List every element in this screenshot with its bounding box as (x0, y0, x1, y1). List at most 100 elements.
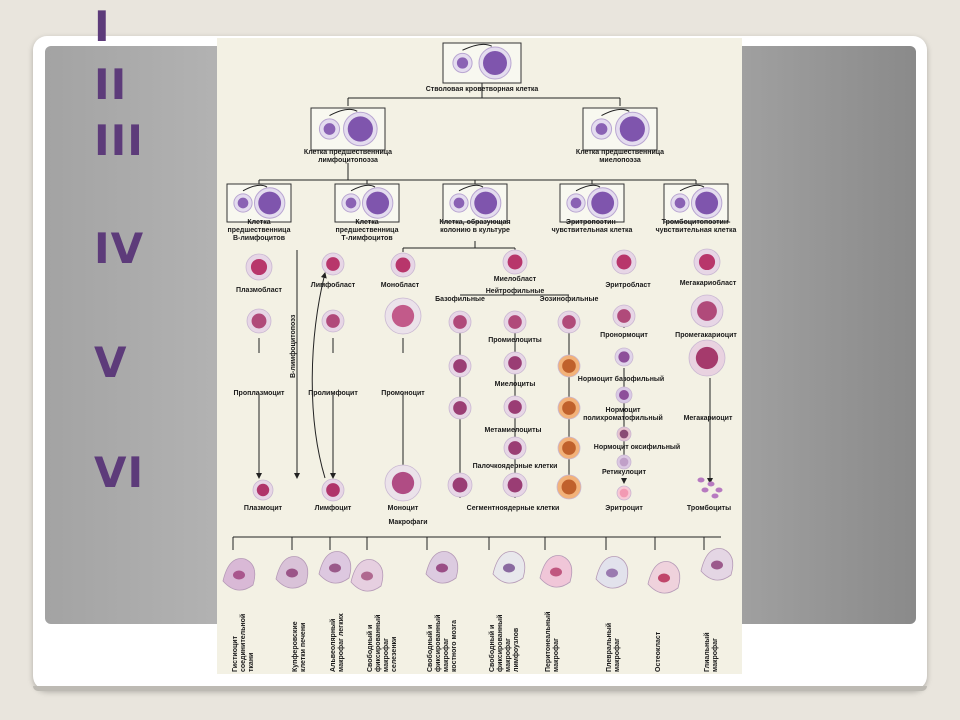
lympho-progenitor-large-nucleus (347, 116, 373, 142)
myelo-progenitor-small-nucleus (595, 123, 608, 135)
label-myelo-progenitor: Клетка предшественница миелопоэза (575, 149, 665, 164)
prolymphocyte-top-nucleus (326, 314, 340, 328)
erythroblast-nucleus (616, 254, 632, 270)
macrophage-8-nucleus (658, 573, 670, 583)
label-megakaryoblast: Мегакариобласт (679, 280, 737, 287)
cfu-large-nucleus (474, 191, 498, 215)
label-promyelocytes: Промиелоциты (488, 337, 542, 344)
label-thrombopoietin-cell: Тромбоцитопоэтин- чувствительная клетка (655, 219, 737, 234)
neutro-segmented-nucleus (507, 477, 523, 493)
label-monocyte: Моноцит (387, 505, 419, 512)
neutro-promyelocyte-nucleus (508, 315, 522, 329)
t-progenitor-small-nucleus (345, 197, 357, 209)
lympho-progenitor-small-nucleus (323, 123, 336, 135)
t-progenitor-cycle-arrow (350, 184, 376, 192)
label-lymphocyte: Лимфоцит (314, 505, 352, 512)
label-lympho-progenitor: Клетка предшественница лимфоцитопоэза (303, 149, 393, 164)
label-plasmocyte: Плазмоцит (243, 505, 283, 512)
thrombo-progenitor-cycle-arrow (679, 184, 705, 192)
label-myeloblast: Миелобласт (493, 276, 537, 283)
lymphocyte-cell-nucleus (326, 483, 340, 497)
myelo-progenitor-large-nucleus (619, 116, 645, 142)
myelo-progenitor-cycle-arrow (601, 108, 630, 117)
normocyte-baso-cell-nucleus (618, 351, 630, 363)
macrophage-label-kupffer: Купферовские клетки печени (292, 621, 307, 672)
label-erythrocyte: Эритроцит (605, 505, 643, 512)
label-proplasmocyte: Проплазмоцит (233, 390, 285, 397)
label-metamyelocytes: Метамиелоциты (484, 427, 542, 434)
label-promonocyte: Промоноцит (381, 390, 425, 397)
macrophage-1-nucleus (286, 568, 298, 578)
thrombocyte-2 (715, 487, 723, 493)
macrophage-3-nucleus (361, 571, 373, 581)
thrombocyte-1 (707, 481, 715, 487)
macrophage-label-glial: Глиальный макрофаг (704, 632, 719, 672)
normocyte-oxy-cell-nucleus (619, 429, 629, 439)
macrophage-0-nucleus (233, 570, 245, 580)
thrombocyte-4 (711, 493, 719, 499)
label-pronormocyte: Пронормоцит (600, 332, 648, 339)
lymphoblast-nucleus (326, 257, 340, 271)
label-b-progenitor: Клетка предшественница В-лимфоцитов (227, 219, 291, 242)
eosino-metamyelocyte-nucleus (562, 401, 576, 415)
plasmocyte-cell-nucleus (256, 483, 270, 497)
proplasmocyte-top-nucleus (251, 313, 267, 329)
label-myelocytes: Миелоциты (494, 381, 536, 388)
macrophage-label-bone-marrow: Свободный и фиксированный макрофаг костн… (427, 614, 458, 672)
label-lymphoblast: Лимфобласт (310, 282, 356, 289)
neutro-band-nucleus (508, 441, 522, 455)
label-thrombocytes: Тромбоциты (686, 505, 732, 512)
label-erythroblast: Эритробласт (605, 282, 651, 289)
label-stem-cell: Стволовая кроветворная клетка (425, 86, 539, 93)
thrombocyte-0 (697, 477, 705, 483)
lympho-progenitor-cycle-arrow (329, 108, 358, 117)
label-basophilic: Базофильные (435, 296, 485, 303)
neutro-myelocyte-nucleus (508, 356, 522, 370)
thrombo-progenitor-large-nucleus (695, 191, 719, 215)
macrophage-label-spleen: Свободный и фиксированный макрофаг селез… (367, 614, 398, 672)
macrophage-9-nucleus (711, 560, 723, 570)
b-progenitor-small-nucleus (237, 197, 249, 209)
roman-numeral-2: II (94, 60, 128, 109)
eosino-segmented-nucleus (561, 479, 577, 495)
stem-cell-large-nucleus (483, 51, 507, 75)
label-b-lymphopoiesis: В-лимфоцитопоэз (290, 314, 297, 378)
roman-numeral-3: III (94, 116, 144, 165)
label-cfu-culture: Клетка, образующая колонию в культуре (439, 219, 511, 234)
roman-numeral-6: VI (94, 448, 145, 497)
baso-promyelocyte-nucleus (453, 315, 467, 329)
erythro-progenitor-small-nucleus (570, 197, 582, 209)
roman-numeral-5: V (94, 338, 128, 387)
erythrocyte-cell-nucleus (619, 488, 629, 498)
label-normocyte-oxyphilic: Нормоцит оксифильный (593, 444, 681, 451)
label-macrophages: Макрофаги (388, 519, 428, 526)
normocyte-poly-cell-nucleus (619, 390, 629, 400)
label-normocyte-polychromatophilic: Нормоцит полихроматофильный (583, 407, 663, 422)
cfu-small-nucleus (453, 197, 465, 209)
megakaryoblast-nucleus (698, 253, 716, 271)
label-prolymphocyte: Пролимфоцит (308, 390, 358, 397)
hematopoiesis-figure: Стволовая кроветворная клетка Клетка пре… (217, 38, 742, 674)
label-reticulocyte: Ретикулоцит (602, 469, 646, 476)
reticulocyte-cell-nucleus (619, 457, 629, 467)
stem-cell-cycle-arrow (462, 43, 492, 51)
b-progenitor-large-nucleus (258, 191, 282, 215)
label-normocyte-basophilic: Нормоцит базофильный (577, 376, 665, 383)
macrophage-7-nucleus (606, 568, 618, 578)
macrophage-label-histiocyte: Гистиоцит соединительной ткани (232, 613, 255, 672)
baso-segmented-nucleus (452, 477, 468, 493)
macrophage-5-nucleus (503, 563, 515, 573)
eosino-promyelocyte-nucleus (562, 315, 576, 329)
label-erythropoietin-cell: Эритропоэтин- чувствительная клетка (551, 219, 633, 234)
macrophage-label-lymph-nodes: Свободный и фиксированный макрофаг лимфо… (489, 614, 520, 672)
eosino-myelocyte-nucleus (562, 359, 576, 373)
b-progenitor-cycle-arrow (242, 184, 268, 192)
label-promegakaryocyte: Промегакариоцит (675, 332, 737, 339)
label-megakaryocyte: Мегакариоцит (683, 415, 733, 422)
monocyte-cell-nucleus (391, 471, 415, 495)
t-progenitor-large-nucleus (366, 191, 390, 215)
plasmoblast-nucleus (250, 258, 268, 276)
myeloblast-nucleus (507, 254, 523, 270)
macrophage-label-peritoneal: Перитонеальный макрофаг (545, 611, 560, 672)
roman-numeral-1: I (94, 2, 111, 51)
